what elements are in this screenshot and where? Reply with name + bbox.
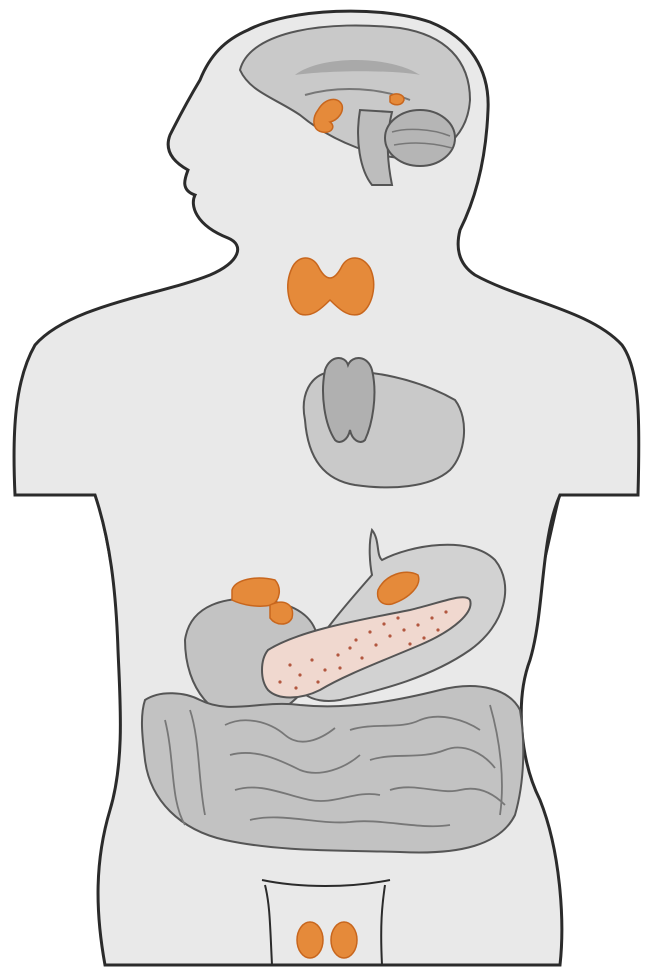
- gland-icon: [323, 358, 374, 442]
- intestines: [142, 686, 523, 852]
- gland-icon: [390, 94, 404, 105]
- pineal-gland: [390, 94, 404, 105]
- gland-icon: [331, 922, 357, 958]
- gland-icon: [270, 602, 293, 624]
- gland-icon: [232, 578, 279, 606]
- thymus-gland: [323, 358, 374, 442]
- gland-icon: [297, 922, 323, 958]
